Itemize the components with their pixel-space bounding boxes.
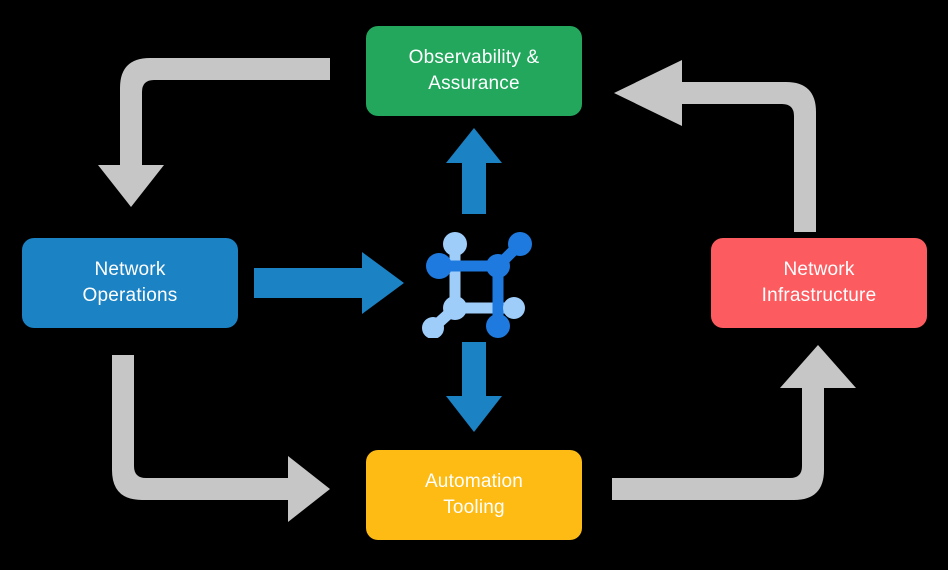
blue-arrow-center-to-automation bbox=[446, 342, 502, 432]
node-automation-tooling[interactable]: Automation Tooling bbox=[366, 450, 582, 540]
network-topology-icon bbox=[422, 232, 532, 338]
network-icon-dark-nodes bbox=[426, 232, 532, 338]
network-icon-light-nodes bbox=[422, 232, 525, 338]
node-observability-label: Observability & Assurance bbox=[408, 47, 540, 94]
node-network-operations-label: Network Operations bbox=[82, 259, 178, 306]
blue-arrow-operations-to-center bbox=[254, 252, 404, 314]
node-automation-tooling-label: Automation Tooling bbox=[424, 471, 524, 518]
gray-arrow-automation-to-infrastructure bbox=[612, 345, 856, 500]
node-network-operations[interactable]: Network Operations bbox=[22, 238, 238, 328]
blue-arrow-center-to-observability bbox=[446, 128, 502, 214]
gray-arrow-infrastructure-to-observability bbox=[614, 60, 816, 232]
gray-arrow-operations-to-automation bbox=[112, 355, 330, 522]
node-network-infrastructure[interactable]: Network Infrastructure bbox=[711, 238, 927, 328]
node-network-infrastructure-label: Network Infrastructure bbox=[761, 259, 877, 306]
node-observability-assurance[interactable]: Observability & Assurance bbox=[366, 26, 582, 116]
gray-arrow-observability-to-operations bbox=[98, 58, 330, 207]
